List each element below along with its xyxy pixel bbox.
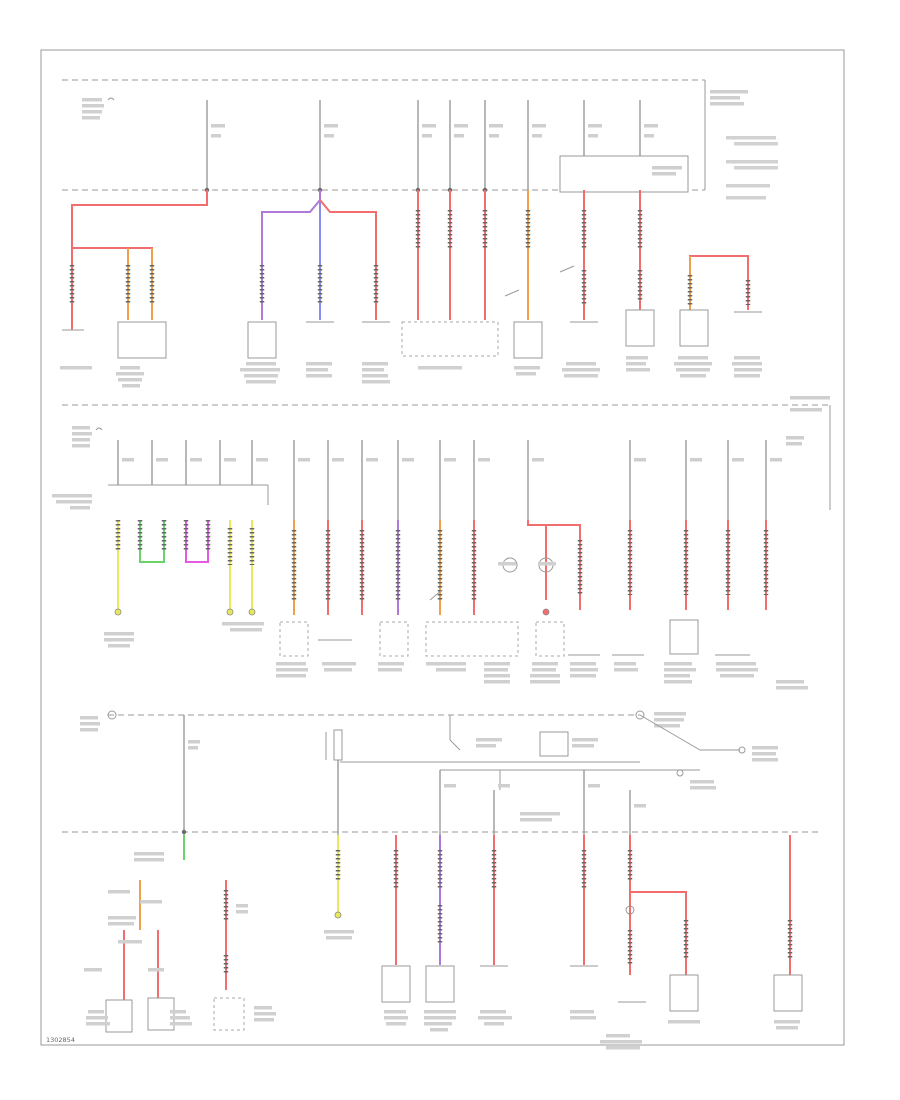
components-section-1	[62, 265, 762, 359]
fuse-block-label-2	[790, 396, 830, 412]
components-section-2	[279, 619, 750, 657]
connectors-section-1	[69, 210, 751, 305]
wires-section-1	[71, 190, 749, 330]
relay-switch-icon	[429, 557, 554, 601]
connectors-section-3	[223, 850, 793, 975]
section-2-fuse-block	[52, 396, 831, 690]
fuse-block-label-1	[710, 90, 748, 106]
section-3-fuse-block	[62, 710, 822, 1050]
labels-section-1	[60, 356, 762, 388]
connectors-section-2	[115, 520, 769, 600]
section-1-fuse-block	[60, 79, 778, 388]
terminals-section-3	[334, 905, 635, 919]
labels-section-2	[104, 562, 808, 690]
power-source-label-2	[52, 426, 92, 510]
power-source-label-3	[80, 712, 778, 822]
fuse-taps-2	[108, 436, 804, 520]
labels-section-3	[84, 852, 800, 1050]
power-source-label-1	[82, 97, 115, 120]
page-code: 1302854	[46, 1036, 75, 1044]
terminals-section-2	[114, 608, 550, 616]
notes-list-1	[726, 136, 778, 200]
components-section-3	[105, 965, 803, 1033]
diagram-frame	[40, 49, 845, 1046]
